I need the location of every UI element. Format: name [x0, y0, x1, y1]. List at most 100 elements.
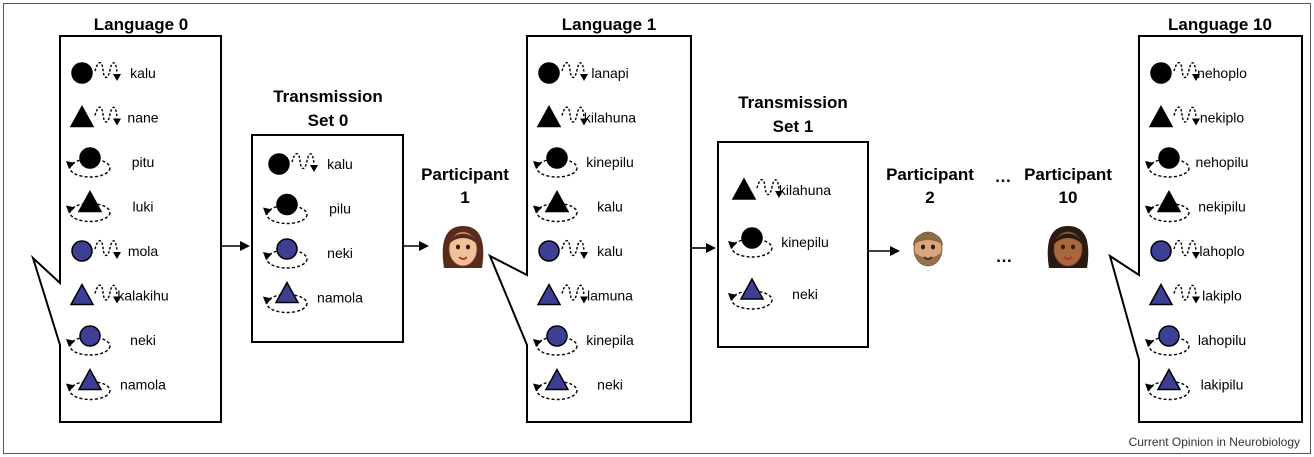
- wiggle-motion-icon: [561, 284, 585, 301]
- transmission-set-0-title-line2: Set 0: [308, 111, 349, 130]
- signal-word: lahoplo: [1199, 243, 1244, 259]
- black-triangle-icon: [77, 189, 103, 213]
- signal-word: nane: [127, 110, 158, 126]
- meaning-item: kalakihu: [69, 282, 169, 306]
- motion-arrowhead-icon: [533, 161, 542, 169]
- signal-word: kinepilu: [781, 234, 828, 250]
- motion-arrowhead-icon: [1192, 252, 1200, 259]
- black-triangle-icon: [69, 104, 95, 128]
- beard: [914, 251, 942, 266]
- transmission-set-1-title-line1: Transmission: [738, 93, 848, 112]
- blue-circle-icon: [538, 240, 560, 262]
- meaning-item: nehoplo: [1150, 61, 1247, 84]
- language-1-title: Language 1: [562, 15, 656, 34]
- motion-arrowhead-icon: [580, 296, 588, 304]
- black-triangle-icon: [1156, 189, 1182, 213]
- meaning-item: nekiplo: [1148, 104, 1245, 128]
- arrow-transmission-1-to-participant-2: [868, 246, 900, 256]
- wiggle-motion-icon: [291, 152, 315, 170]
- signal-word: kilahuna: [584, 110, 636, 126]
- meaning-item: kalu: [71, 61, 156, 84]
- motion-arrowhead-icon: [580, 74, 588, 81]
- participant-1-label-line1: Participant: [421, 165, 509, 184]
- meaning-item: nekipilu: [1145, 189, 1246, 223]
- meaning-item: kalu: [268, 152, 353, 175]
- black-circle-icon: [741, 227, 763, 249]
- signal-word: lahopilu: [1198, 332, 1246, 348]
- black-circle-icon: [1158, 147, 1180, 169]
- language-10-title: Language 10: [1168, 15, 1272, 34]
- blue-circle-icon: [1158, 325, 1180, 347]
- black-circle-icon: [1150, 62, 1172, 84]
- signal-word: kalu: [597, 199, 623, 215]
- wiggle-motion-icon: [1173, 106, 1197, 123]
- signal-word: namola: [120, 377, 166, 393]
- blue-triangle-icon: [739, 277, 765, 300]
- meaning-item: kilahuna: [731, 177, 831, 200]
- right-eye: [1071, 244, 1075, 250]
- motion-arrowhead-icon: [1192, 296, 1200, 304]
- meaning-item: mola: [71, 239, 158, 262]
- motion-arrowhead-icon: [263, 252, 272, 260]
- wiggle-motion-icon: [1173, 239, 1197, 257]
- motion-arrowhead-icon: [66, 383, 75, 392]
- signal-word: nehoplo: [1197, 65, 1247, 81]
- blue-triangle-icon: [69, 282, 95, 306]
- blue-circle-icon: [276, 238, 298, 260]
- meaning-item: nane: [69, 104, 159, 128]
- motion-arrowhead-icon: [728, 293, 737, 301]
- left-eye: [921, 244, 925, 250]
- ellipsis-middle: …: [996, 247, 1013, 266]
- motion-arrowhead-icon: [1145, 383, 1154, 392]
- transmission-set-0-title-line1: Transmission: [273, 87, 383, 106]
- meaning-item: neki: [533, 367, 623, 401]
- motion-arrowhead-icon: [113, 252, 121, 259]
- meaning-item: neki: [728, 277, 818, 310]
- arrow-language-1-to-transmission-1: [691, 243, 716, 253]
- figure-frame: [3, 3, 1311, 454]
- motion-arrowhead-icon: [66, 339, 75, 347]
- language-10-box: [1108, 35, 1303, 423]
- motion-arrowhead-icon: [533, 339, 542, 347]
- blue-triangle-icon: [274, 280, 300, 304]
- language-0-box: [30, 35, 222, 423]
- signal-word: kinepila: [586, 332, 634, 348]
- transmission-set-1-list: kilahuna kinepilu neki: [728, 177, 831, 310]
- meaning-item: namola: [263, 280, 363, 314]
- black-circle-icon: [546, 147, 568, 169]
- signal-word: neki: [597, 377, 623, 393]
- bangs: [1054, 233, 1082, 244]
- signal-word: neki: [792, 286, 818, 302]
- blue-triangle-icon: [536, 282, 562, 306]
- meaning-item: lahopilu: [1145, 325, 1246, 356]
- motion-arrowhead-icon: [66, 205, 75, 214]
- participant-10-label-line2: 10: [1059, 188, 1078, 207]
- motion-arrowhead-icon: [66, 161, 75, 169]
- blue-circle-icon: [1150, 240, 1172, 262]
- black-circle-icon: [276, 193, 298, 216]
- language-10-list: nehoplonekiplonehopilunekipilulahoplolak…: [1145, 61, 1248, 401]
- right-eye: [931, 244, 935, 250]
- face: [448, 231, 478, 267]
- motion-arrowhead-icon: [263, 296, 272, 305]
- mouth: [923, 256, 933, 260]
- meaning-item: kilahuna: [536, 104, 636, 128]
- signal-word: kalu: [597, 243, 623, 259]
- signal-word: kalu: [327, 156, 353, 172]
- meaning-item: kalu: [538, 239, 623, 262]
- wiggle-motion-icon: [94, 284, 118, 301]
- motion-arrowhead-icon: [1145, 205, 1154, 214]
- face: [1053, 231, 1083, 267]
- participant-2-label-line1: Participant: [886, 165, 974, 184]
- credit-text: Current Opinion in Neurobiology: [1129, 435, 1300, 449]
- signal-word: nekiplo: [1200, 110, 1245, 126]
- right-eye: [466, 244, 470, 250]
- motion-arrowhead-icon: [775, 191, 783, 198]
- motion-arrowhead-icon: [113, 296, 121, 304]
- motion-arrowhead-icon: [728, 241, 737, 249]
- meaning-item: pilu: [263, 193, 351, 225]
- blue-triangle-icon: [1156, 367, 1182, 391]
- signal-word: kilahuna: [779, 182, 831, 198]
